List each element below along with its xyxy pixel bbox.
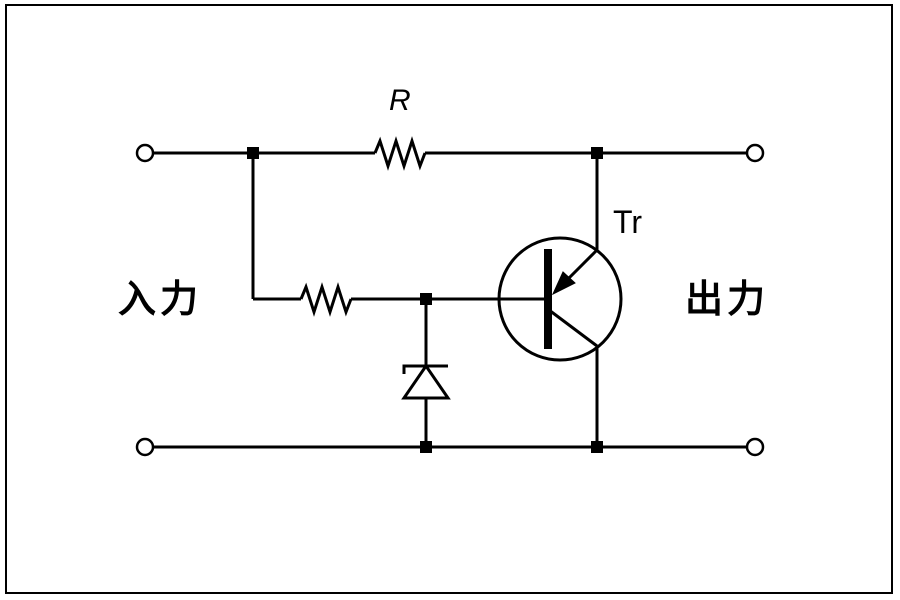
zener-bar <box>402 364 448 374</box>
output-terminal-bottom <box>745 437 765 457</box>
input-terminal-top <box>135 143 155 163</box>
transistor-label: Tr <box>613 204 643 240</box>
input-terminal-bottom <box>135 437 155 457</box>
junction-dot <box>420 293 432 305</box>
resistor-r <box>373 136 427 171</box>
transistor-arrow-head <box>551 271 576 296</box>
output-terminal-top <box>745 143 765 163</box>
transistor-collector-line <box>548 308 598 348</box>
output-label: 出力 <box>685 277 770 321</box>
resistor-base <box>299 282 353 317</box>
zener-triangle <box>401 363 451 400</box>
junction-dot <box>591 147 603 159</box>
junction-dot <box>420 441 432 453</box>
resistor-label: R <box>389 84 411 117</box>
junction-dot <box>247 147 259 159</box>
input-label: 入力 <box>118 277 203 321</box>
junction-dot <box>591 441 603 453</box>
transistor-body <box>497 236 623 362</box>
